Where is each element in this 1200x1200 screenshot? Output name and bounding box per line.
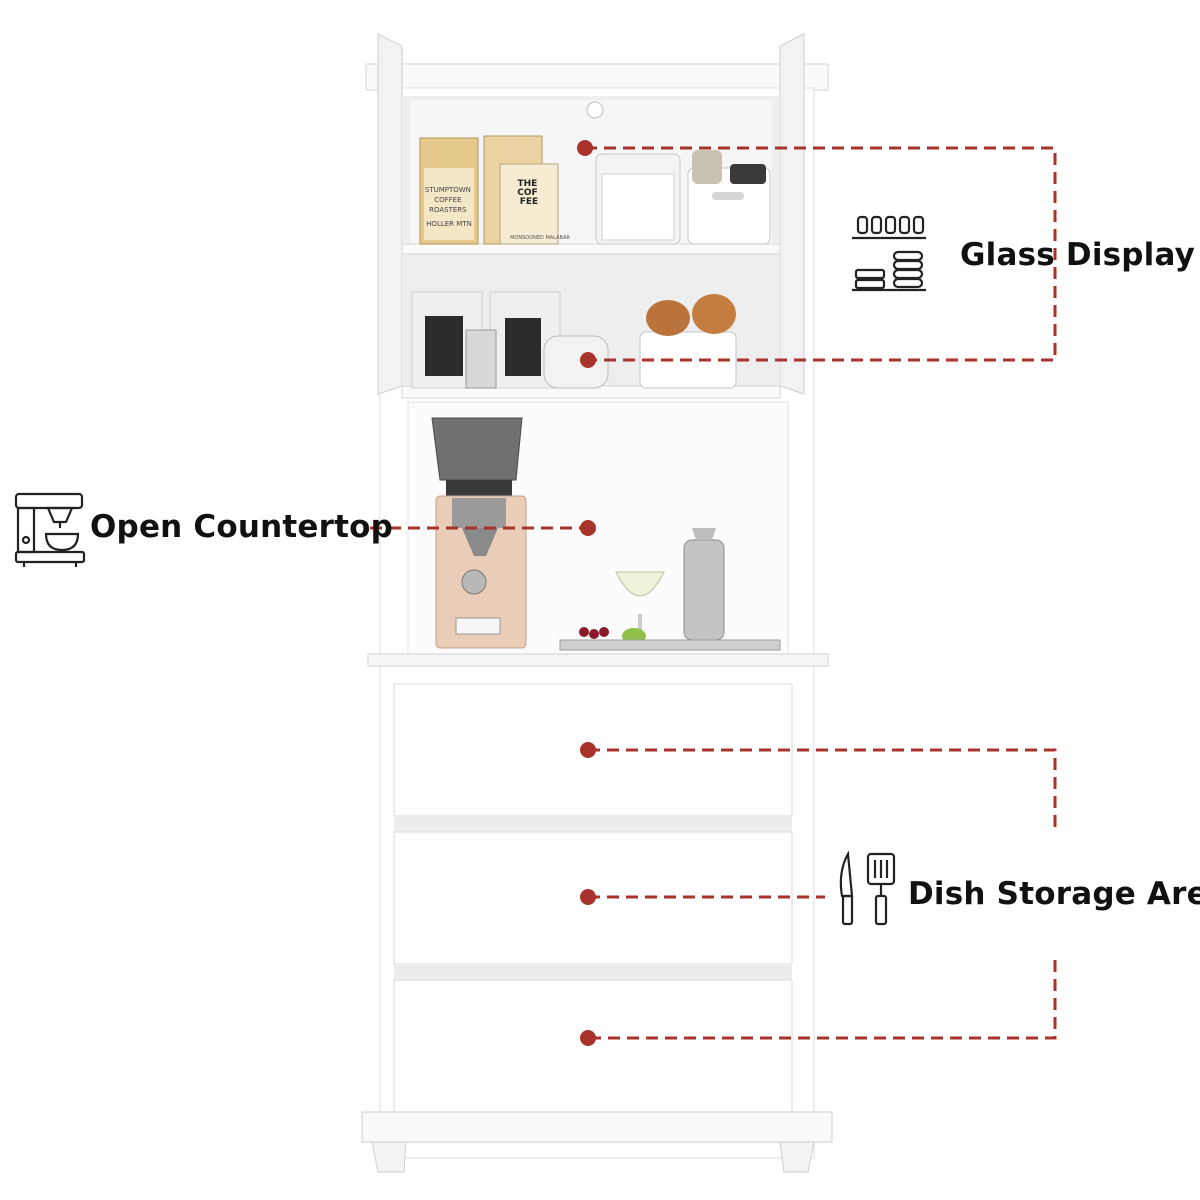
countertop-surface	[367, 653, 829, 667]
glass-display-label: Glass Display	[960, 237, 1196, 273]
coffee-bags: STUMPTOWN COFFEE ROASTERS HOLLER MTN THE…	[419, 135, 570, 245]
dish-storage-label: Dish Storage Area	[908, 876, 1200, 912]
lower-shelf-items	[411, 291, 737, 389]
lock-hole	[586, 101, 604, 119]
markers	[577, 140, 596, 1046]
coffee-grinder	[431, 417, 527, 649]
drawer-gap-2	[394, 964, 792, 980]
left-leg	[371, 1141, 407, 1173]
knife-spatula-icon	[839, 850, 896, 926]
right-leg	[779, 1141, 815, 1173]
right-door	[779, 33, 805, 395]
marker-drawer-bottom	[580, 1030, 596, 1046]
drawer-bottom	[393, 979, 793, 1113]
dish-storage-leader-top	[588, 748, 1057, 830]
marker-glass-top	[577, 140, 593, 156]
marker-glass-bottom	[580, 352, 596, 368]
marker-drawer-middle	[580, 889, 596, 905]
coffee-machine-icon	[14, 492, 86, 567]
upper-shelf	[401, 243, 781, 255]
leader-lines	[370, 146, 1057, 1040]
drawer-gap-1	[394, 816, 792, 832]
storage-containers	[595, 150, 771, 245]
cabinet: STUMPTOWN COFFEE ROASTERS HOLLER MTN THE…	[361, 33, 833, 1173]
marker-drawer-top	[580, 742, 596, 758]
dish-rack-icon	[852, 215, 926, 292]
glass-display-leader	[585, 146, 1057, 362]
open-countertop-label: Open Countertop	[90, 509, 394, 545]
dish-storage-leader-bottom	[588, 960, 1057, 1040]
cocktail-set	[559, 528, 781, 651]
left-door	[377, 33, 403, 395]
bag-2-text: THE COF FEE	[517, 179, 541, 207]
cabinet-crown	[365, 63, 829, 91]
marker-countertop	[580, 520, 596, 536]
cabinet-base	[361, 1111, 833, 1143]
bag-1-text: STUMPTOWN COFFEE ROASTERS HOLLER MTN	[425, 186, 473, 228]
bag-2-footer: MONSOONED MALABAR	[510, 235, 570, 241]
